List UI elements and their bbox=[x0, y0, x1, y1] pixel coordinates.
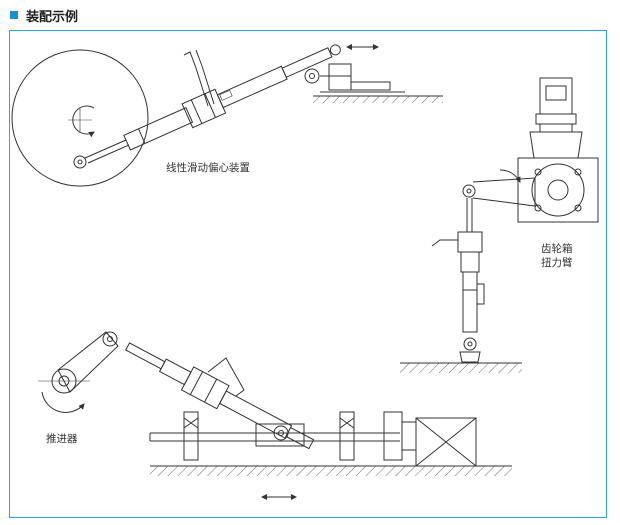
curved-arrow-icon bbox=[72, 105, 95, 138]
section-header: 装配示例 bbox=[10, 6, 79, 25]
gearbox-assembly bbox=[400, 77, 599, 373]
page-title: 装配示例 bbox=[26, 9, 79, 25]
curved-arrow-icon bbox=[499, 169, 521, 183]
gearbox-label-line1: 齿轮箱 bbox=[541, 243, 573, 255]
eccentric-label: 线性滑动偏心装置 bbox=[166, 162, 250, 174]
eccentric-wheel bbox=[11, 49, 149, 187]
gearbox-label-line2: 扭力臂 bbox=[541, 257, 573, 269]
pusher-label: 推进器 bbox=[46, 433, 78, 445]
diagram-frame bbox=[9, 30, 607, 518]
pusher-assembly bbox=[38, 331, 512, 500]
curved-arrow-icon bbox=[41, 391, 85, 413]
square-icon bbox=[10, 11, 18, 19]
eccentric-assembly bbox=[11, 44, 443, 187]
